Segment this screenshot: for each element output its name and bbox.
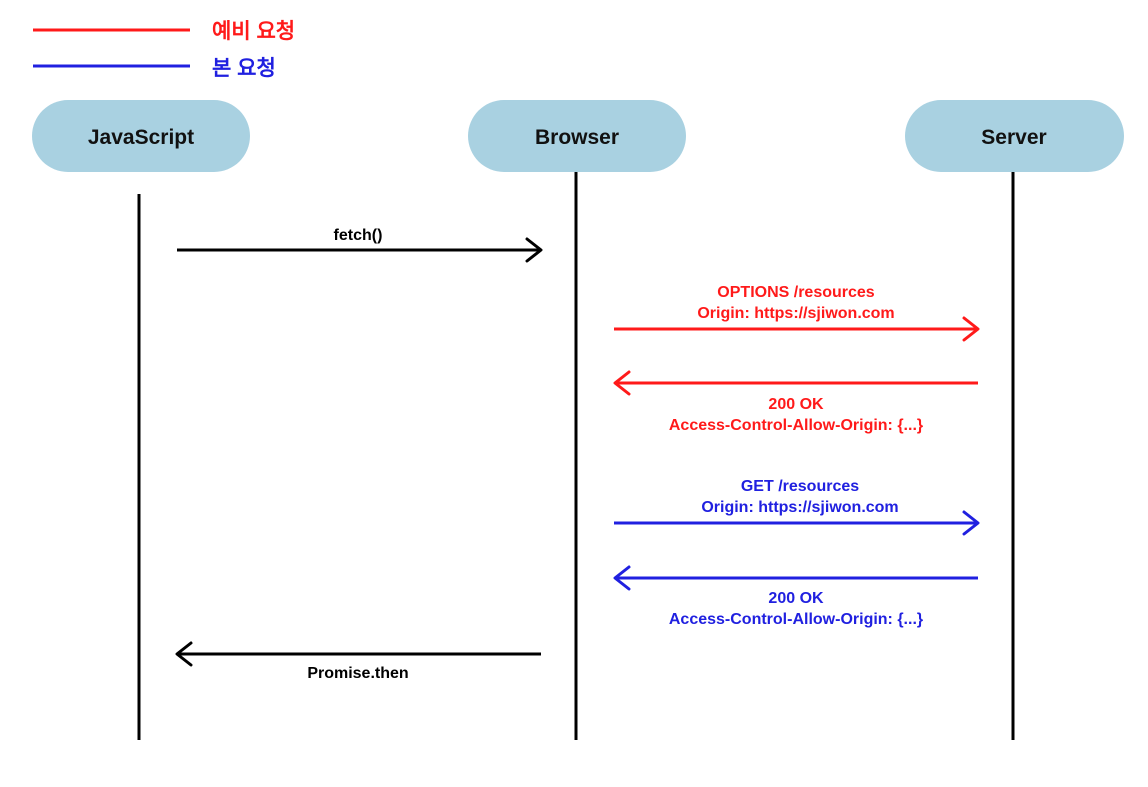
- participant-label-javascript: JavaScript: [88, 126, 194, 149]
- message-label-line: Promise.then: [307, 665, 408, 682]
- participant-browser: Browser: [468, 100, 686, 740]
- legend-item-preflight: 예비 요청: [33, 20, 295, 43]
- arrowhead-right-icon: [962, 316, 980, 342]
- message-label-line: Origin: https://sjiwon.com: [697, 305, 894, 322]
- participant-label-browser: Browser: [535, 126, 619, 149]
- participant-label-server: Server: [981, 126, 1046, 149]
- legend-label-preflight: 예비 요청: [212, 20, 295, 43]
- participant-box-browser: [468, 100, 686, 172]
- participant-box-javascript: [32, 100, 250, 172]
- message-label-line: Origin: https://sjiwon.com: [701, 499, 898, 516]
- message-get-response: 200 OK Access-Control-Allow-Origin: {...…: [613, 565, 978, 628]
- participant-server: Server: [905, 100, 1124, 740]
- message-options-response: 200 OK Access-Control-Allow-Origin: {...…: [613, 370, 978, 434]
- arrowhead-left-icon: [613, 370, 631, 396]
- legend-item-main: 본 요청: [33, 57, 276, 80]
- message-label-line: 200 OK: [768, 590, 824, 607]
- arrowhead-right-icon: [962, 510, 980, 536]
- message-label-line: 200 OK: [768, 396, 824, 413]
- participant-javascript: JavaScript: [32, 100, 250, 740]
- legend-label-main: 본 요청: [212, 57, 276, 80]
- message-fetch: fetch(): [177, 227, 543, 263]
- message-label-line: Access-Control-Allow-Origin: {...}: [669, 417, 923, 434]
- participant-box-server: [905, 100, 1124, 172]
- legend: 예비 요청 본 요청: [33, 20, 295, 80]
- message-label-line: GET /resources: [741, 478, 859, 495]
- message-label-line: OPTIONS /resources: [717, 284, 874, 301]
- message-get-request: GET /resources Origin: https://sjiwon.co…: [614, 478, 980, 536]
- message-label-line: fetch(): [334, 227, 383, 244]
- message-promise-then: Promise.then: [175, 641, 541, 682]
- arrowhead-right-icon: [525, 237, 543, 263]
- arrowhead-left-icon: [613, 565, 631, 591]
- message-options-request: OPTIONS /resources Origin: https://sjiwo…: [614, 284, 980, 342]
- arrowhead-left-icon: [175, 641, 193, 667]
- message-label-line: Access-Control-Allow-Origin: {...}: [669, 611, 923, 628]
